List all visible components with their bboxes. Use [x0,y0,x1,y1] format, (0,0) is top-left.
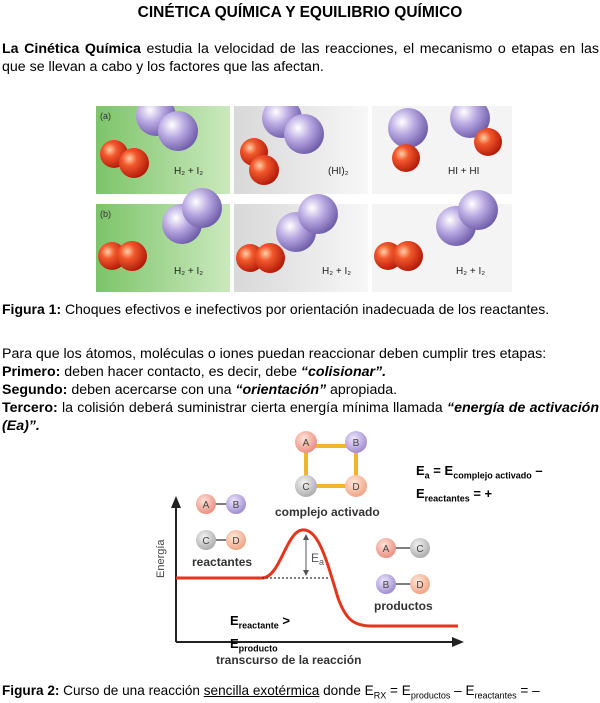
molecule-hi-a3-right [450,106,502,156]
stage-second: Segundo: deben acercarse con una “orient… [2,381,599,399]
stage-third: Tercero: la colisión deberá suministrar … [2,399,599,435]
y-axis-label: Energía [155,539,167,578]
molecule-h2-b3 [374,241,423,271]
caption-sub-reactantes: reactantes [474,690,517,701]
eq-ea-complex-sub: complejo activado [453,470,532,481]
stage-third-emph: “energía de activación (Ea)”. [2,400,599,434]
molecule-i2-b1 [162,188,222,244]
activated-complex: A B C D [295,431,367,497]
stage-first-label: Primero: [2,364,61,380]
stage-third-label: Tercero: [2,400,58,416]
x-axis-label: transcurso de la reacción [216,653,361,667]
cmp-e1: E [230,613,239,628]
molecule-i2-b2 [276,194,338,252]
molecule-hi-a3-left [388,108,428,172]
molecule-h2-a1 [100,140,149,178]
product-bd: B D [376,574,430,594]
label-b3: H₂ + I₂ [456,266,485,277]
figure-1-collisions: (a) (b) H₂ + I₂ (HI)₂ HI + HI H₂ + I₂ H₂ [96,106,512,292]
ea-equation: Ea = Ecomplejo activado – Ereactantes = … [416,462,543,507]
cmp-reactante-sub: reactante [238,620,279,631]
complex-atom-d: D [352,482,359,493]
complex-label: complejo activado [275,505,380,519]
eq-ea-dash: – [531,463,543,478]
eq-ea-line2-tail: = + [469,485,493,501]
products-label: productos [374,599,433,613]
figure-2-caption-label: Figura 2: [2,683,60,698]
x-axis-arrow [452,637,464,647]
caption-minus: – E [450,683,475,698]
page-title: CINÉTICA QUÍMICA Y EQUILIBRIO QUÍMICO [137,4,463,21]
label-b1: H₂ + I₂ [174,266,203,277]
reactant-cd: C D [196,530,246,550]
reactant-ab: A B [196,494,246,514]
figure-2-caption: Figura 2: Curso de una reacción sencilla… [2,683,540,701]
stage-second-tail: apropiada. [326,382,398,398]
caption-sub-productos: productos [410,690,451,701]
eq-ea-e: E [416,463,425,478]
molecule-h2-b1 [98,241,147,271]
caption-eq1: = E [386,683,411,698]
caption-tail: = – [516,683,540,698]
stage-second-text: deben acercarse con una [67,382,236,398]
product-ac: A C [376,538,430,558]
ea-arrow-head-top [303,534,309,540]
stage-first-text: deben hacer contacto, es decir, debe [60,364,301,380]
reactants-label: reactantes [192,555,252,569]
label-a1: H₂ + I₂ [174,166,203,177]
stage-first: Primero: deben hacer contacto, es decir,… [2,363,599,381]
y-axis-arrow [171,496,181,508]
figure-2-caption-underlined: sencilla exotérmica [203,683,320,698]
row-a-label: (a) [100,111,111,121]
molecule-i2-a1 [136,106,198,151]
eq-ea-mid: = E [429,463,454,478]
reactant-atom-b: B [233,500,240,511]
figure-2-energy-diagram: Energía transcurso de la reacción A Ea A … [155,431,464,667]
eq-ea-sub: a [424,470,430,481]
reactant-atom-a: A [203,500,210,511]
figure-1-caption-text: Choques efectivos e inefectivos por orie… [61,301,550,317]
ea-arrow-head-bottom [303,570,309,576]
molecule-h2-b2 [236,243,285,273]
stage-second-label: Segundo: [2,382,68,398]
cmp-e2: E [230,635,239,651]
reactant-atom-c: C [202,536,209,547]
product-atom-c: C [416,544,423,555]
cmp-producto-sub: producto [238,643,278,654]
complex-atom-a: A [303,438,310,449]
figure-1-caption-label: Figura 1: [2,301,62,317]
reactant-atom-d: D [232,536,239,547]
molecule-complex-a2 [240,106,324,185]
complex-atom-b: B [353,438,360,449]
intro-paragraph: La Cinética Química estudia la velocidad… [2,40,599,76]
label-a2: (HI)₂ [328,166,349,177]
molecule-i2-b3 [436,190,498,246]
complex-atom-c: C [302,482,309,493]
energy-comparison: Ereactante > Eproducto [230,612,290,657]
figure-2-caption-mid: donde E [319,683,374,698]
figure-1-caption: Figura 1: Choques efectivos e inefectivo… [2,301,549,317]
product-atom-a: A [383,544,390,555]
stage-third-text: la colisión deberá suministrar cierta en… [57,400,447,416]
intro-bold: La Cinética Química [2,41,141,57]
figure-2-caption-pre: Curso de una reacción [59,683,204,698]
product-atom-d: D [416,580,423,591]
caption-sub-rx: RX [373,690,387,701]
stages-block: Para que los átomos, moléculas o iones p… [2,345,599,435]
eq-ea-line2-e: E [416,485,425,501]
eq-ea-reactantes-sub: reactantes [424,493,470,504]
product-atom-b: B [383,580,390,591]
energy-curve [176,528,458,628]
stage-second-emph: “orientación” [235,382,327,398]
label-b2: H₂ + I₂ [322,266,351,277]
stages-intro: Para que los átomos, moléculas o iones p… [2,346,547,362]
stage-first-emph: “colisionar”. [300,364,387,380]
label-a3: HI + HI [448,166,479,177]
cmp-gt: > [278,613,290,628]
row-b-label: (b) [100,209,111,219]
intro-text: estudia la velocidad de las reacciones, … [2,41,599,75]
